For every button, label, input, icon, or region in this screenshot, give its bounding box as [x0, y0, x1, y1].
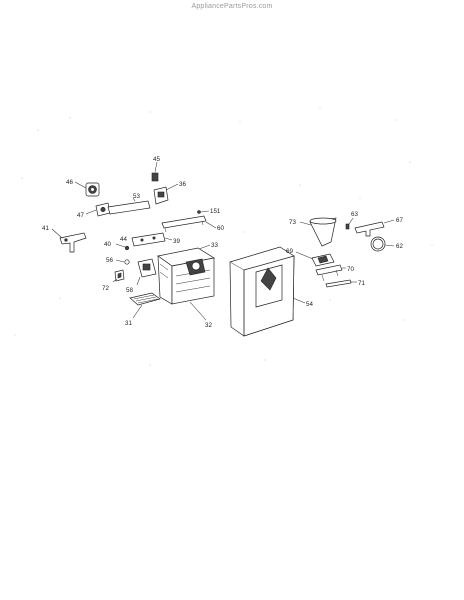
part-53-plate: 53 — [107, 193, 151, 215]
label-53: 53 — [133, 193, 140, 200]
part-36-bracket: 36 — [153, 181, 186, 205]
label-54: 54 — [306, 301, 313, 308]
label-62: 62 — [396, 243, 403, 250]
label-63: 63 — [351, 211, 358, 218]
part-58-motor: 58 — [126, 258, 157, 294]
label-151: 151 — [210, 208, 221, 215]
label-32: 32 — [205, 322, 212, 329]
part-71-rod: 71 — [325, 279, 365, 288]
label-58: 58 — [126, 287, 133, 294]
label-41: 41 — [42, 225, 49, 232]
label-39: 39 — [173, 238, 180, 245]
part-56-fitting: 56 — [106, 257, 130, 265]
label-46: 46 — [66, 179, 73, 186]
part-60-long-bracket: 60 — [161, 215, 224, 233]
part-62-ring: 62 — [370, 236, 403, 252]
part-70-lever-arm: 70 — [315, 264, 354, 282]
label-44: 44 — [120, 236, 127, 243]
label-69: 69 — [286, 248, 293, 255]
part-47-switch-plate: 47 — [77, 202, 111, 219]
label-73: 73 — [289, 219, 296, 226]
part-45-clip: 45 — [151, 156, 160, 182]
part-72-clip: 72 — [102, 269, 125, 292]
part-54-front-panel: 54 — [229, 246, 313, 337]
label-56: 56 — [106, 257, 113, 264]
watermark: AppliancePartsPros.com — [191, 3, 273, 10]
label-67: 67 — [396, 217, 403, 224]
part-69-actuator: 69 — [286, 248, 335, 267]
label-31: 31 — [125, 320, 132, 327]
label-45: 45 — [153, 156, 160, 163]
part-151-screw: 151 — [197, 208, 221, 215]
part-41-lever: 41 — [42, 225, 87, 253]
label-33: 33 — [211, 242, 218, 249]
label-36: 36 — [179, 181, 186, 188]
label-40: 40 — [104, 241, 111, 248]
part-40-washer: 40 — [104, 241, 130, 251]
part-73-funnel: 73 — [289, 217, 337, 247]
label-72: 72 — [102, 285, 109, 292]
part-46-knob: 46 — [66, 179, 100, 197]
label-70: 70 — [347, 266, 354, 273]
part-67-bracket: 67 — [354, 217, 403, 237]
part-39-actuator: 44 39 — [120, 232, 180, 247]
part-31-drip-tray: 31 — [125, 292, 161, 327]
label-60: 60 — [217, 225, 224, 232]
background-specks — [14, 107, 433, 366]
label-71: 71 — [358, 280, 365, 287]
part-63-pin: 63 — [345, 211, 358, 230]
part-32-dispenser-housing: 33 32 — [157, 242, 218, 329]
label-47: 47 — [77, 212, 84, 219]
